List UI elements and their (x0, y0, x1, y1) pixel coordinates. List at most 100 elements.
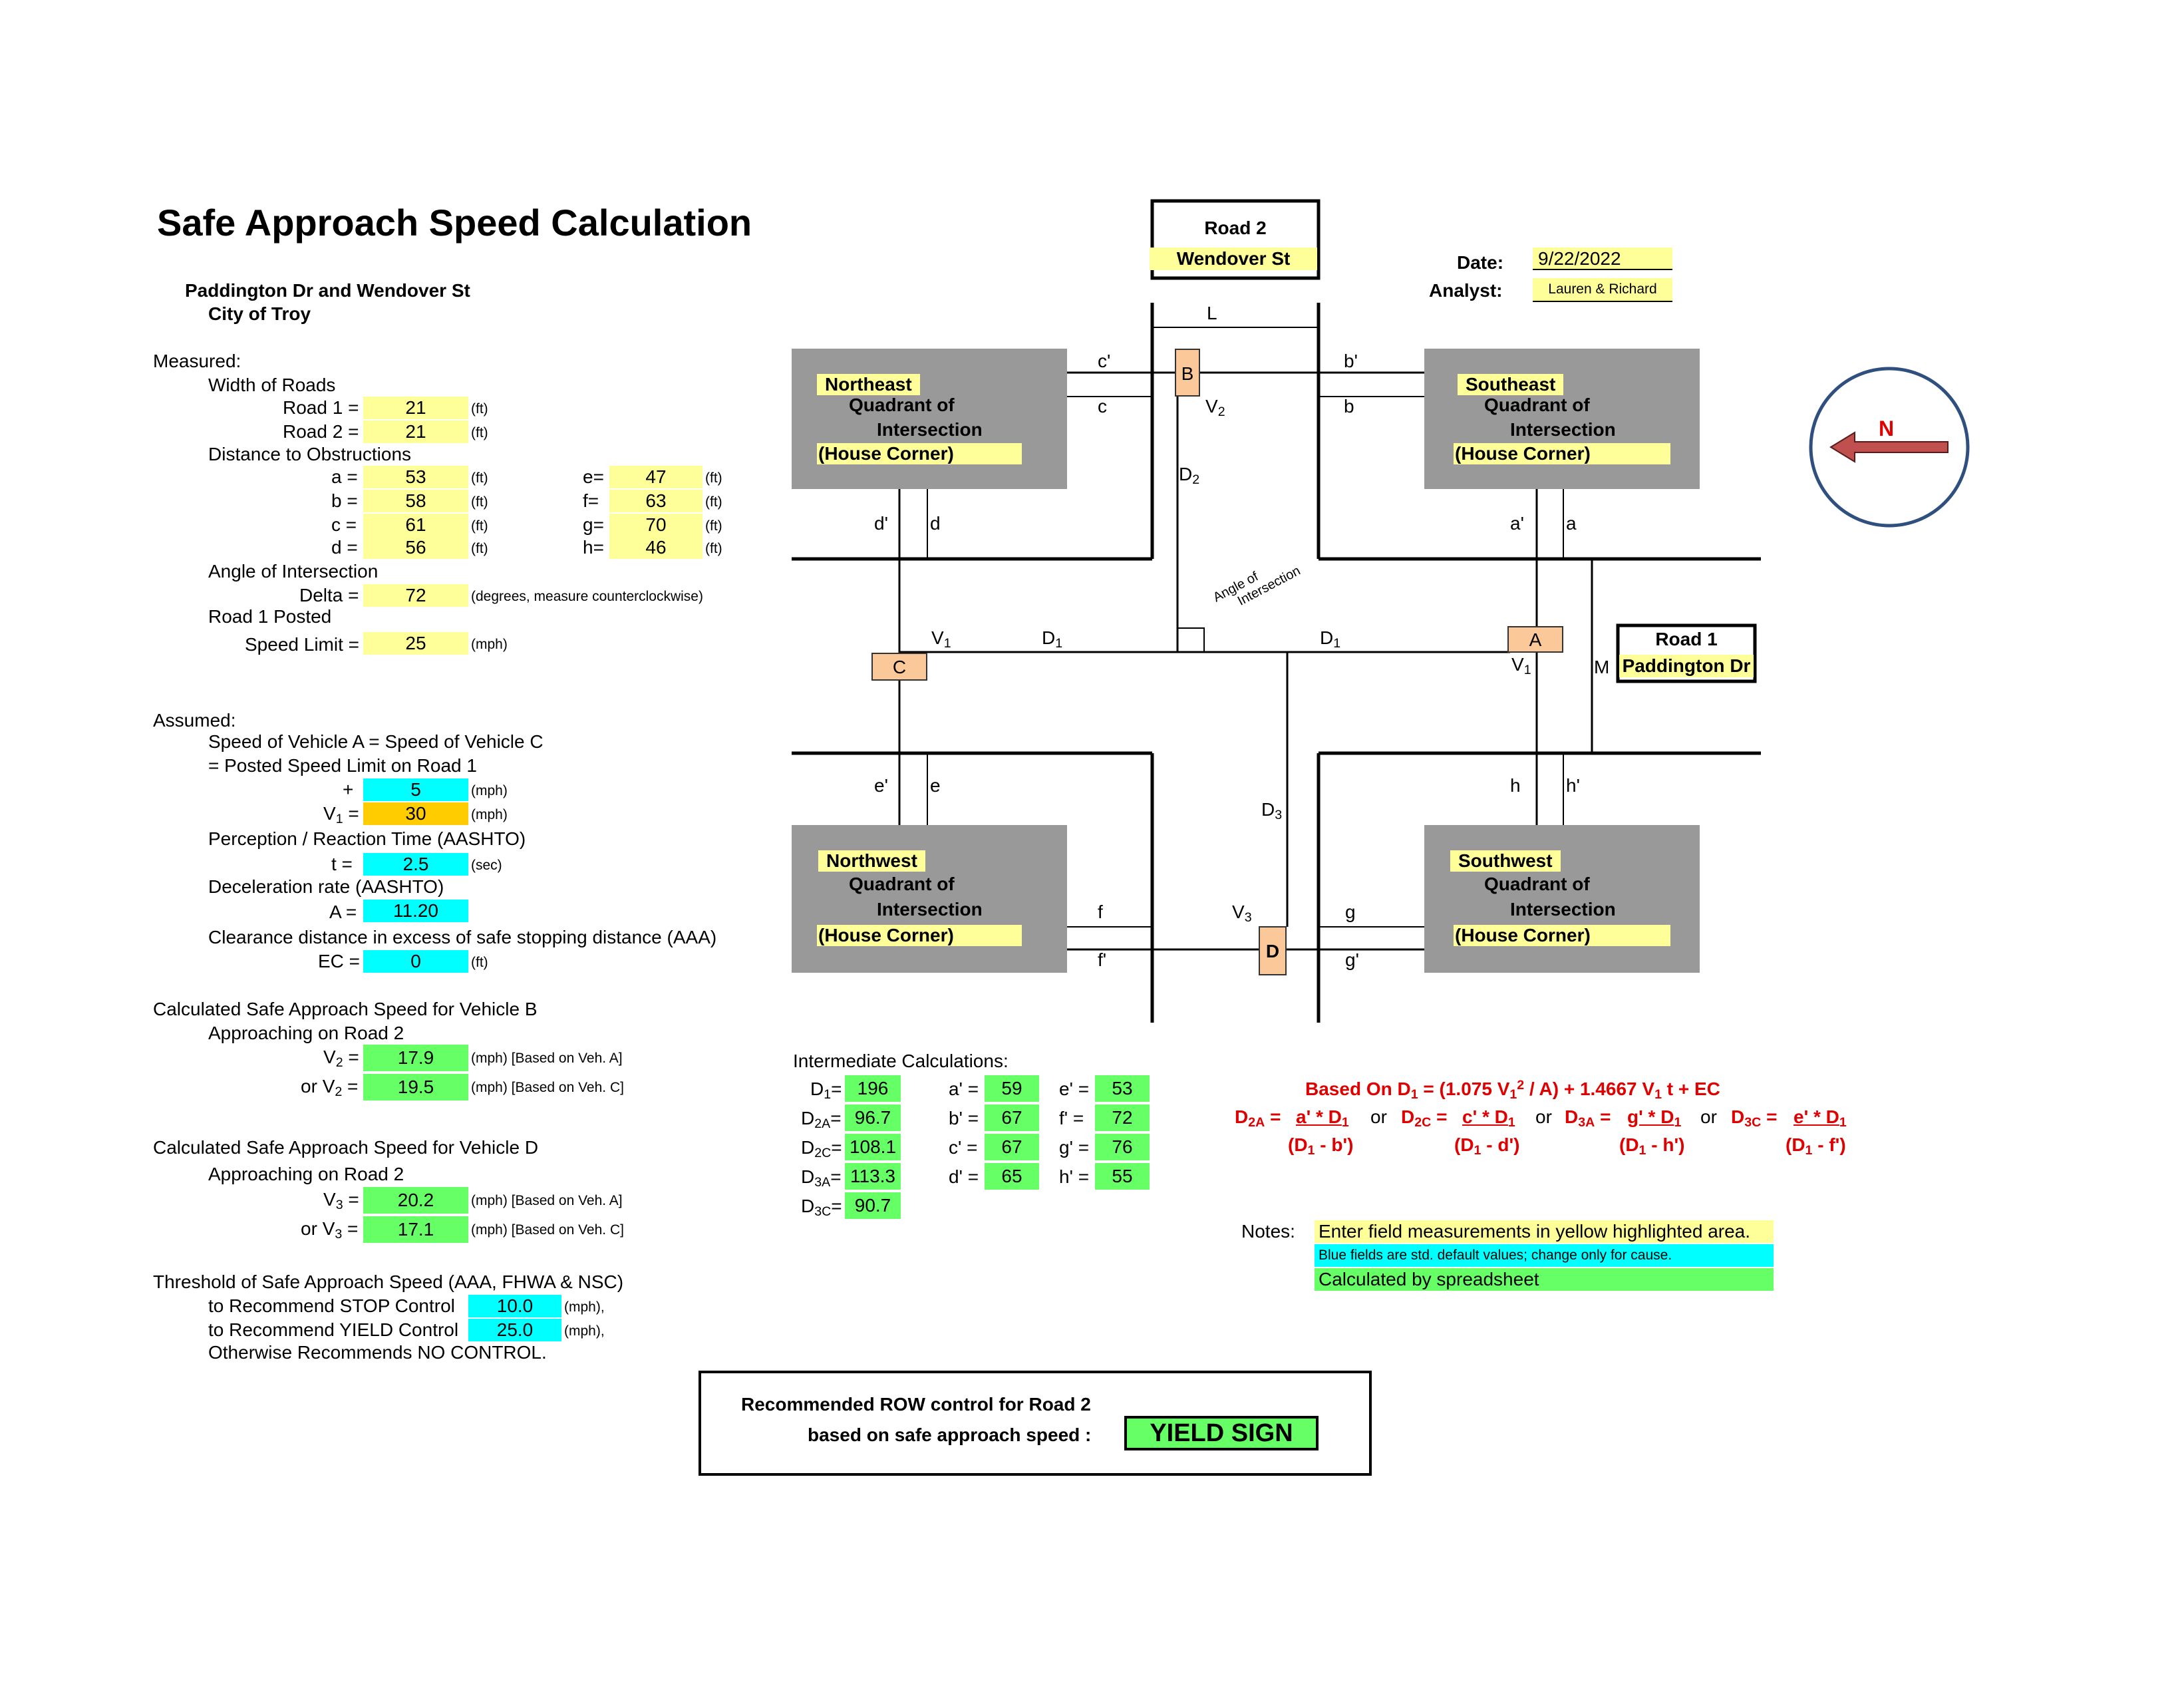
a-decel-field[interactable]: 11.20 (363, 900, 468, 922)
southwest-line2: Quadrant of (1484, 874, 1590, 894)
label-V3: V3 (1232, 902, 1252, 925)
e-field[interactable]: 47 (609, 466, 702, 488)
v3a-note: (mph) [Based on Veh. A] (471, 1193, 623, 1208)
label-V1-west: V1 (931, 627, 951, 651)
posted-heading: Road 1 Posted (208, 606, 332, 627)
v2c-field: 19.5 (363, 1074, 468, 1100)
road2-width-field[interactable]: 21 (363, 421, 468, 443)
plus-field[interactable]: 5 (363, 778, 468, 801)
f-field[interactable]: 63 (609, 490, 702, 512)
bp-label: b' = (949, 1108, 979, 1128)
vehicle-a-box: A (1507, 626, 1563, 653)
road1-width-field[interactable]: 21 (363, 397, 468, 419)
bp-value: 67 (985, 1104, 1039, 1131)
c-label: c = (331, 514, 357, 535)
delta-field[interactable]: 72 (363, 584, 468, 607)
unit-ft: (ft) (471, 401, 488, 417)
d2c-value: 108.1 (845, 1134, 901, 1160)
stop-field[interactable]: 10.0 (468, 1295, 561, 1317)
speed-limit-field[interactable]: 25 (363, 632, 468, 655)
v1-label: V1 = (323, 803, 359, 826)
label-e-prime: e' (874, 775, 888, 796)
v2a-field: 17.9 (363, 1045, 468, 1071)
label-h: h (1510, 775, 1521, 796)
v2a-note: (mph) [Based on Veh. A] (471, 1051, 623, 1066)
city-name: City of Troy (208, 303, 311, 324)
d-label: d = (331, 537, 358, 558)
dp-label: d' = (949, 1166, 979, 1187)
vehicle-d-box: D (1259, 926, 1287, 975)
b-label: b = (331, 490, 358, 511)
right-angle-marker (1177, 627, 1205, 653)
notes-yellow: Enter field measurements in yellow highl… (1315, 1220, 1774, 1243)
compass-circle (1809, 367, 1970, 528)
h-field[interactable]: 46 (609, 536, 702, 559)
formula-or-2: or (1535, 1106, 1552, 1127)
vehicle-d-heading: Calculated Safe Approach Speed for Vehic… (153, 1137, 539, 1158)
unit-ft: (ft) (705, 518, 722, 534)
label-c: c (1098, 396, 1107, 417)
v3c-field: 17.1 (363, 1216, 468, 1243)
c-field[interactable]: 61 (363, 514, 468, 536)
t-field[interactable]: 2.5 (363, 853, 468, 876)
ec-label: EC = (318, 951, 361, 971)
d2c-label: D2C= (801, 1137, 842, 1160)
label-D1-west: D1 (1042, 627, 1063, 651)
otherwise-text: Otherwise Recommends NO CONTROL. (208, 1342, 547, 1363)
label-f: f (1098, 902, 1103, 922)
label-g-prime: g' (1345, 949, 1359, 970)
formula-or-1: or (1370, 1106, 1387, 1127)
road1-label: Road 1 (1655, 629, 1718, 649)
formula-d3c-label: D3C = (1731, 1106, 1778, 1130)
unit-ft: (ft) (705, 541, 722, 556)
v3a-field: 20.2 (363, 1187, 468, 1214)
hp-label: h' = (1059, 1166, 1090, 1187)
label-e: e (930, 775, 941, 796)
g-field[interactable]: 70 (609, 514, 702, 536)
southeast-line2: Quadrant of (1484, 395, 1590, 415)
label-b: b (1344, 396, 1354, 417)
a-field[interactable]: 53 (363, 466, 468, 488)
unit-ft: (ft) (471, 518, 488, 534)
unit-mph: (mph) (471, 783, 508, 798)
label-D3: D3 (1261, 799, 1283, 822)
width-heading: Width of Roads (208, 375, 336, 395)
t-unit: (sec) (471, 858, 502, 873)
a-label: a = (331, 466, 358, 487)
d-field[interactable]: 56 (363, 536, 468, 559)
ec-field[interactable]: 0 (363, 950, 468, 973)
formula-d2a-numerator: a' * D1 (1296, 1106, 1349, 1130)
label-V1-east: V1 (1511, 654, 1531, 677)
label-d: d (930, 513, 941, 534)
d3a-label: D3A= (801, 1166, 842, 1190)
b-field[interactable]: 58 (363, 490, 468, 512)
prt-heading: Perception / Reaction Time (AASHTO) (208, 828, 526, 849)
formula-d2a-label: D2A = (1235, 1106, 1281, 1130)
g-label: g= (583, 514, 604, 535)
intermediate-heading: Intermediate Calculations: (793, 1051, 1009, 1071)
cp-value: 67 (985, 1134, 1039, 1160)
date-field[interactable]: 9/22/2022 (1533, 248, 1672, 270)
formula-main: Based On D1 = (1.075 V12 / A) + 1.4667 V… (1305, 1078, 1720, 1102)
analyst-field[interactable]: Lauren & Richard (1533, 278, 1672, 302)
unit-mph: (mph) (471, 637, 508, 652)
southeast-name: Southeast (1458, 374, 1564, 395)
h-label: h= (583, 537, 604, 558)
southwest-name: Southwest (1450, 850, 1561, 872)
vehicle-c-box: C (871, 653, 927, 681)
v2a-label: V2 = (323, 1047, 359, 1070)
ap-label: a' = (949, 1079, 979, 1099)
vehicle-d-sub: Approaching on Road 2 (208, 1164, 404, 1184)
decel-heading: Deceleration rate (AASHTO) (208, 876, 444, 897)
label-D2: D2 (1179, 464, 1200, 487)
assumed-line2: = Posted Speed Limit on Road 1 (208, 755, 477, 776)
d3c-label: D3C= (801, 1196, 842, 1219)
vehicle-b-box: B (1175, 349, 1200, 397)
northeast-line2: Quadrant of (849, 395, 955, 415)
yield-field[interactable]: 25.0 (468, 1319, 561, 1341)
northeast-line3: Intersection (877, 419, 983, 440)
label-f-prime: f' (1098, 949, 1107, 970)
northeast-quadrant (792, 349, 1067, 489)
road1-label-frame (1616, 623, 1757, 683)
